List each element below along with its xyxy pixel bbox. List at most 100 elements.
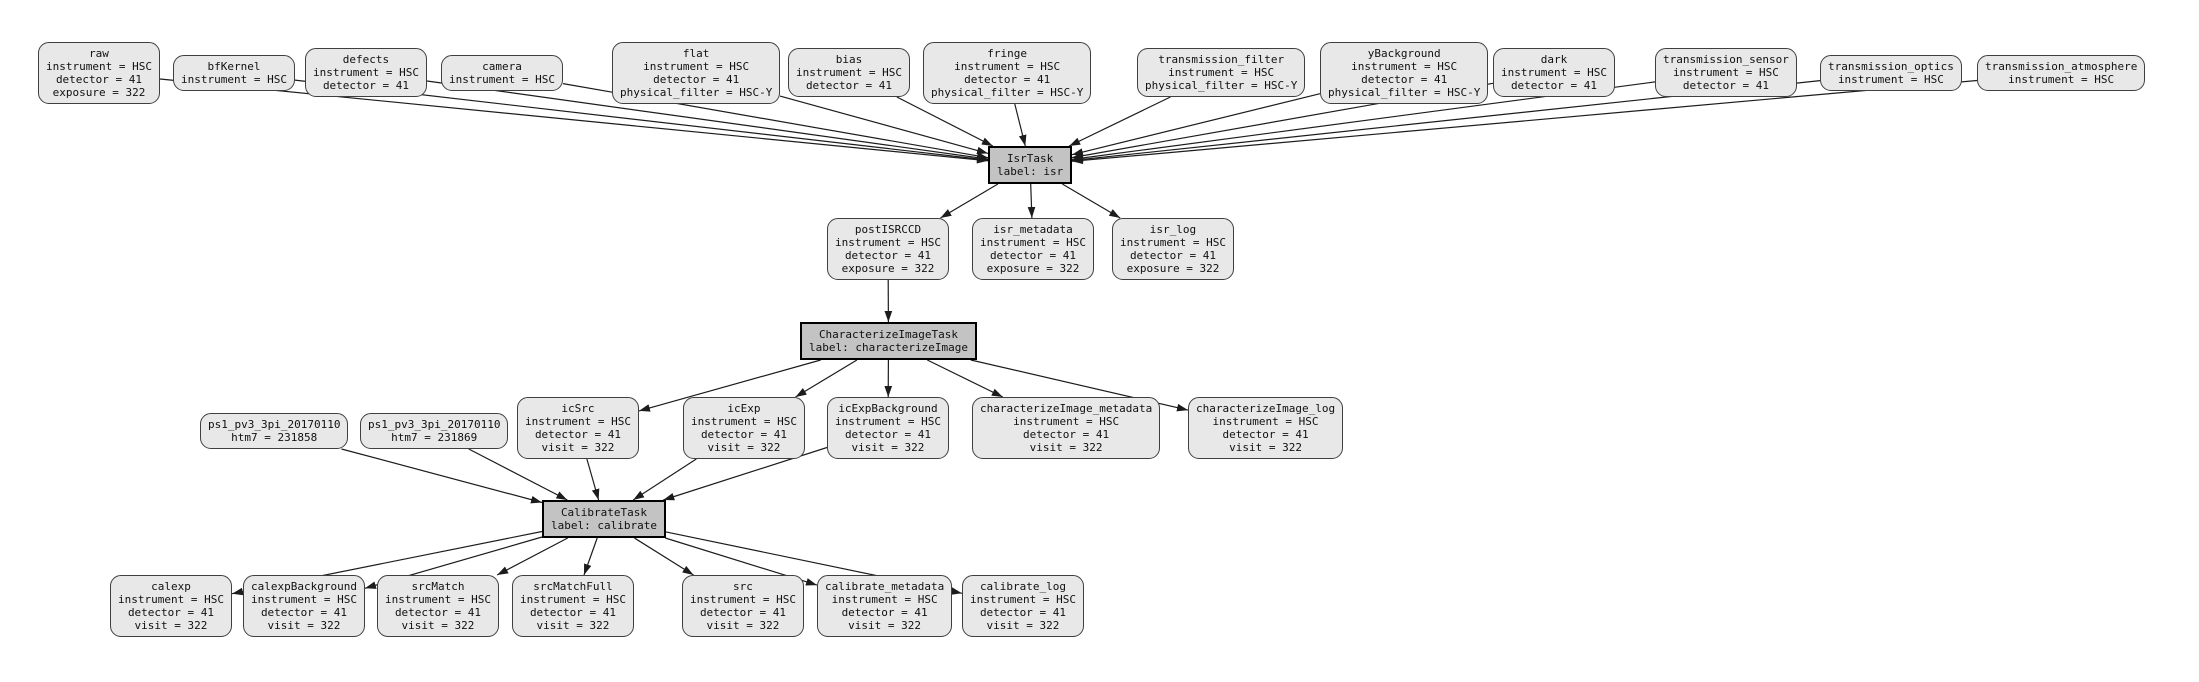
node-attr: exposure = 322	[841, 262, 935, 275]
node-title: transmission_optics	[1828, 60, 1954, 73]
node-attr: label: calibrate	[551, 519, 657, 532]
edge-calibrate-to-srcMatchFull	[583, 537, 598, 576]
node-attr: visit = 322	[986, 619, 1060, 632]
node-attr: detector = 41	[964, 73, 1051, 86]
node-title: calibrate_metadata	[825, 580, 945, 593]
edge-characterizeImage-to-icExp	[795, 359, 858, 398]
node-attr: detector = 41	[841, 606, 928, 619]
node-attr: instrument = HSC	[181, 73, 287, 86]
node-title: icSrc	[561, 402, 595, 415]
node-attr: instrument = HSC	[954, 60, 1061, 73]
node-attr: instrument = HSC	[449, 73, 555, 86]
node-attr: detector = 41	[1510, 79, 1598, 92]
node-attr: detector = 41	[699, 606, 787, 619]
node-attr: exposure = 322	[52, 86, 146, 99]
node-attr: visit = 322	[536, 619, 610, 632]
node-attr: visit = 322	[1229, 441, 1302, 454]
node-attr: detector = 41	[844, 428, 932, 441]
node-attr: htm7 = 231869	[391, 431, 478, 444]
node-title: CalibrateTask	[560, 506, 648, 519]
node-title: transmission_sensor	[1663, 53, 1789, 66]
node-attr: instrument = HSC	[251, 593, 357, 606]
node-attr: instrument = HSC	[1672, 66, 1779, 79]
node-attr: instrument = HSC	[313, 66, 419, 79]
node-attr: visit = 322	[707, 441, 781, 454]
node-attr: label: isr	[997, 165, 1064, 178]
node-attr: instrument = HSC	[835, 415, 941, 428]
node-attr: instrument = HSC	[643, 60, 750, 73]
node-attr: visit = 322	[1029, 441, 1103, 454]
node-attr: detector = 41	[653, 73, 740, 86]
node-attr: htm7 = 231858	[231, 431, 318, 444]
node-attr: label: characterizeImage	[809, 341, 968, 354]
node-title: flat	[682, 47, 710, 60]
node-title: dark	[1540, 53, 1568, 66]
edge-icSrc-to-calibrate	[586, 458, 600, 501]
node-attr: instrument = HSC	[1837, 73, 1944, 86]
edge-icExp-to-calibrate	[632, 458, 697, 501]
node-attr: instrument = HSC	[970, 593, 1076, 606]
node-title: src	[733, 580, 753, 593]
node-title: ps1_pv3_3pi_20170110	[208, 418, 341, 431]
node-title: isr_log	[1149, 223, 1197, 236]
edge-calibrate-to-srcMatch	[496, 537, 568, 576]
node-attr: instrument = HSC	[385, 593, 491, 606]
node-title: yBackground	[1367, 47, 1441, 60]
node-attr: detector = 41	[700, 428, 788, 441]
node-attr: detector = 41	[1023, 428, 1110, 441]
node-title: fringe	[987, 47, 1028, 60]
node-attr: detector = 41	[844, 249, 932, 262]
node-title: icExp	[727, 402, 761, 415]
node-attr: instrument = HSC	[1168, 66, 1275, 79]
node-attr: detector = 41	[55, 73, 143, 86]
node-attr: detector = 41	[529, 606, 617, 619]
node-title: calexpBackground	[251, 580, 357, 593]
node-title: icExpBackground	[838, 402, 938, 415]
node-title: isr_metadata	[993, 223, 1073, 236]
node-title: calexp	[151, 580, 191, 593]
node-attr: instrument = HSC	[796, 66, 902, 79]
node-title: IsrTask	[1006, 152, 1054, 165]
node-attr: detector = 41	[1222, 428, 1309, 441]
node-attr: visit = 322	[267, 619, 341, 632]
node-attr: detector = 41	[1361, 73, 1448, 86]
node-attr: physical_filter = HSC-Y	[1145, 79, 1298, 92]
node-attr: visit = 322	[401, 619, 475, 632]
node-attr: instrument = HSC	[980, 236, 1086, 249]
edge-isr-to-isr_metadata	[1027, 183, 1036, 219]
node-attr: detector = 41	[805, 79, 893, 92]
node-attr: instrument = HSC	[520, 593, 626, 606]
node-attr: instrument = HSC	[118, 593, 224, 606]
node-attr: visit = 322	[541, 441, 615, 454]
node-title: bfKernel	[207, 60, 261, 73]
node-title: srcMatch	[411, 580, 465, 593]
node-attr: physical_filter = HSC-Y	[931, 86, 1084, 99]
node-title: postISRCCD	[854, 223, 922, 236]
node-attr: detector = 41	[979, 606, 1067, 619]
node-attr: detector = 41	[534, 428, 622, 441]
node-attr: detector = 41	[127, 606, 215, 619]
node-attr: physical_filter = HSC-Y	[620, 86, 773, 99]
node-title: characterizeImage_metadata	[980, 402, 1153, 415]
edge-yBackground-to-isr	[1071, 93, 1321, 156]
